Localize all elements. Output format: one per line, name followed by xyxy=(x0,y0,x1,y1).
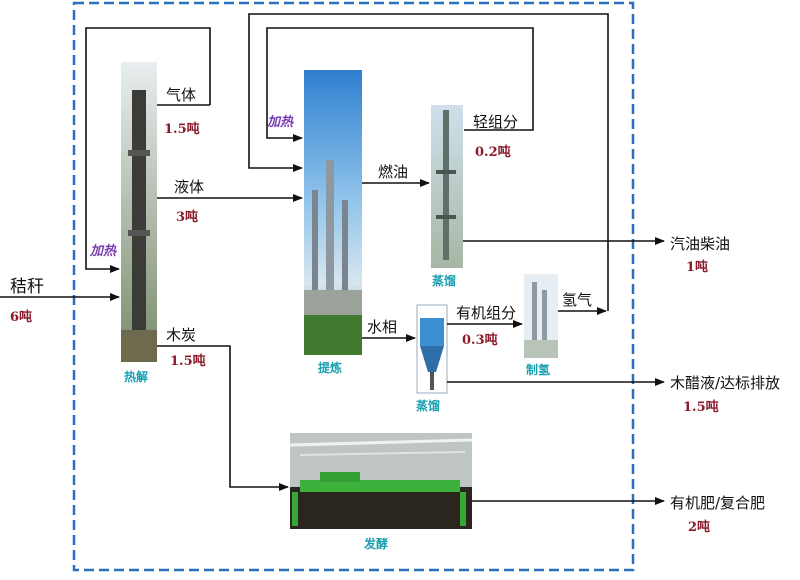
fermentation-caption: 发酵 xyxy=(364,537,389,551)
charcoal-qty: 1.5吨 xyxy=(170,354,206,369)
organic-component-label: 有机组分 xyxy=(456,304,517,322)
liquid-qty: 3吨 xyxy=(176,210,199,225)
distillation-bottom-caption: 蒸馏 xyxy=(416,399,441,413)
hydrogen-gas-label: 氢气 xyxy=(562,291,593,309)
output-wood-vinegar-label: 木醋液/达标排放 xyxy=(670,374,781,392)
output-fertilizer-label: 有机肥/复合肥 xyxy=(670,494,766,512)
distillation-top-caption: 蒸馏 xyxy=(432,274,457,288)
light-component-qty: 0.2吨 xyxy=(475,145,511,160)
output-gasoline-diesel-qty: 1吨 xyxy=(686,260,709,275)
arrow-heat-recycle xyxy=(85,27,211,273)
distillation-bottom-image xyxy=(416,304,448,394)
output-wood-vinegar-qty: 1.5吨 xyxy=(683,400,719,415)
gas-qty: 1.5吨 xyxy=(164,122,200,137)
pyrolysis-unit-image xyxy=(121,62,157,362)
light-component-label: 轻组分 xyxy=(473,113,519,131)
input-label: 秸秆 xyxy=(10,277,44,297)
water-phase-label: 水相 xyxy=(367,318,398,336)
hydrogen-caption: 制氢 xyxy=(526,363,551,377)
arrow-hydrogen-loop xyxy=(248,13,609,311)
arrow-light-loop xyxy=(266,27,534,142)
organic-component-qty: 0.3吨 xyxy=(462,333,498,348)
refining-caption: 提炼 xyxy=(318,361,343,375)
refining-unit-image xyxy=(304,70,362,355)
output-gasoline-diesel-label: 汽油柴油 xyxy=(670,235,731,253)
fuel-oil-label: 燃油 xyxy=(378,163,409,181)
system-boundary xyxy=(72,1,635,572)
charcoal-label: 木炭 xyxy=(166,326,197,344)
fermentation-unit-image xyxy=(289,433,473,529)
arrow-charcoal xyxy=(157,345,289,491)
hydrogen-unit-image xyxy=(524,274,558,358)
heat-label-pyrolysis: 加热 xyxy=(90,244,117,259)
distillation-top-image xyxy=(431,105,463,268)
gas-label: 气体 xyxy=(166,86,197,104)
input-qty: 6吨 xyxy=(10,310,33,325)
output-fertilizer-qty: 2吨 xyxy=(688,520,711,535)
liquid-label: 液体 xyxy=(174,178,205,196)
pyrolysis-caption: 热解 xyxy=(124,370,149,384)
heat-label-refining: 加热 xyxy=(267,115,294,130)
